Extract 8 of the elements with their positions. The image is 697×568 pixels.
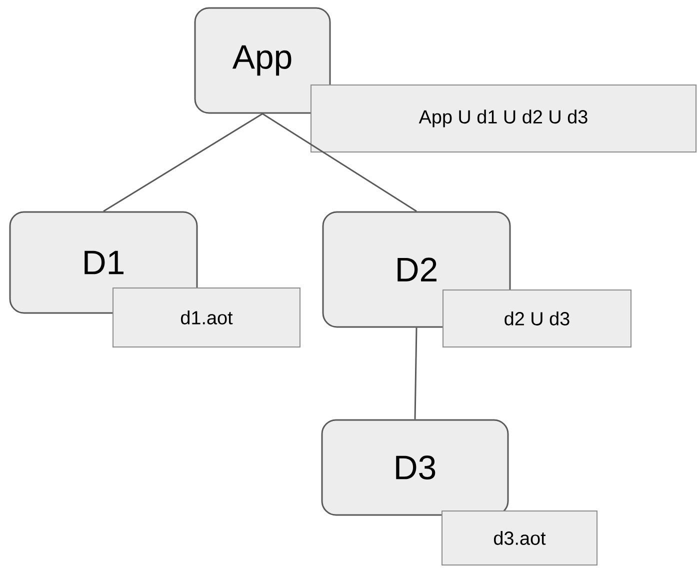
set-label-box: App U d1 U d2 U d3	[310, 84, 696, 152]
module-box: App	[194, 7, 331, 114]
connector-line	[262, 113, 417, 212]
set-label-box: d2 U d3	[442, 290, 632, 348]
connector-line	[103, 113, 263, 212]
set-label-box: d1.aot	[112, 288, 300, 348]
set-label-box: d3.aot	[442, 510, 598, 566]
connector-line	[414, 328, 418, 420]
